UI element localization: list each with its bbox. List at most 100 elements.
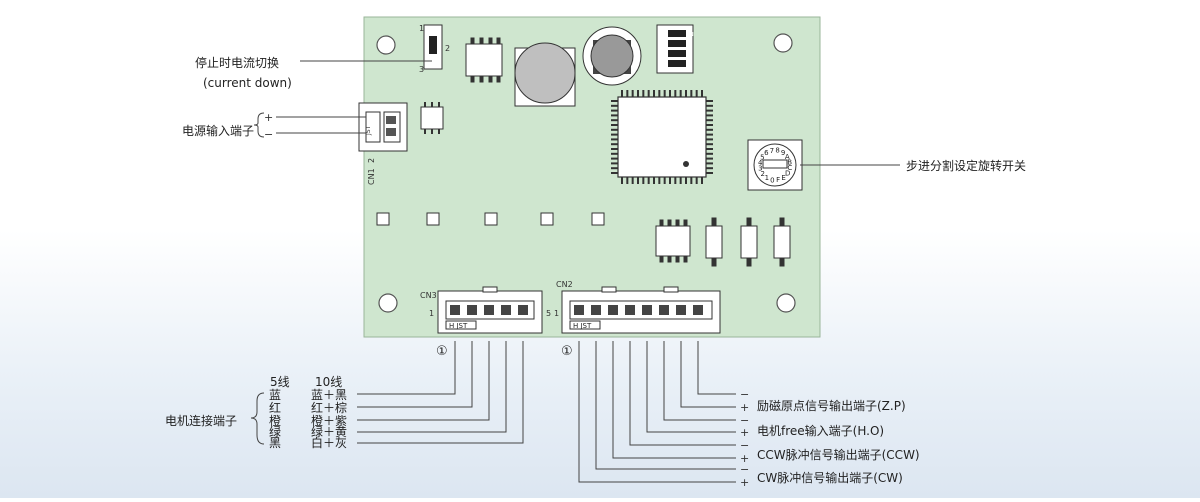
cn2-pin-1: 1 [554, 309, 559, 318]
current-down-label: (current down) [203, 76, 292, 90]
cn3-connector: H JST CN3 1 5 [420, 286, 551, 334]
mcu-pin [679, 177, 682, 184]
motor-brace [250, 392, 265, 445]
ccw-output-label: CCW脉冲信号输出端子(CCW) [757, 447, 920, 462]
leader-lines [276, 60, 900, 483]
switch-pin-1: 1 [419, 24, 424, 33]
mcu-pin [674, 90, 677, 97]
mcu-pin [653, 177, 655, 184]
mounting-hole-tl [376, 35, 396, 55]
mcu-pin [701, 90, 703, 97]
mcu-pin [611, 148, 618, 150]
free-input-label: 电机free输入端子(H.O) [757, 423, 884, 438]
mcu-pin [706, 143, 713, 146]
cn2-label: CN2 [556, 280, 573, 289]
mounting-hole-bl [378, 293, 398, 313]
ccw-plus: + [740, 452, 749, 465]
step-divide-label: 步进分割设定旋转开关 [906, 158, 1026, 173]
mcu-pin [706, 100, 713, 102]
cw-output-label: CW脉冲信号输出端子(CW) [757, 470, 903, 485]
mcu-pin [663, 90, 666, 97]
mcu-pin [706, 104, 713, 107]
cn3-pin-5: 5 [546, 309, 551, 318]
led-row [376, 212, 605, 226]
cn3-circle-one: ① [436, 344, 448, 359]
motor-terminal-label: 电机连接端子 [165, 413, 237, 428]
mcu-pin [642, 90, 645, 97]
power-plus: + [264, 111, 273, 124]
cn3-label: CN3 [420, 291, 437, 300]
inductor [582, 26, 642, 86]
ic-8pin [465, 37, 503, 83]
zp-plus: + [740, 401, 749, 414]
stop-current-label: 停止时电流切换 [195, 55, 279, 70]
wire10-red-brown: 红＋棕 [311, 400, 347, 415]
ccw-minus: − [740, 439, 749, 452]
mcu-pin [706, 119, 713, 122]
mcu-pin [611, 172, 618, 174]
mcu-pin [706, 172, 713, 174]
mcu-pin [706, 167, 713, 170]
dial-digit: 1 [765, 174, 769, 182]
mcu-pin [690, 90, 693, 97]
mcu-pin [626, 177, 629, 184]
mcu-pin [631, 177, 634, 184]
mcu-pin [658, 90, 661, 97]
dial-digit: C [787, 164, 792, 172]
mcu-pin [658, 177, 661, 184]
mcu-chip [611, 90, 713, 184]
mcu-pin [611, 138, 618, 141]
dial-digit: B [787, 158, 792, 166]
col-5wire: 5线 [270, 375, 290, 389]
mcu-pin [611, 109, 618, 112]
mcu-pin [679, 90, 682, 97]
dial-digit: 8 [775, 147, 779, 155]
current-down-switch: 1 2 3 [419, 24, 450, 74]
mcu-pin [706, 148, 713, 150]
mcu-pin [685, 90, 687, 97]
mcu-pin [706, 128, 713, 131]
dial-digit: 3 [758, 165, 762, 173]
mcu-pin [647, 177, 650, 184]
mcu-pin [642, 177, 645, 184]
mcu-pin [647, 90, 650, 97]
mcu-pin [674, 177, 677, 184]
mcu-pin [706, 114, 713, 117]
dip-switch: ON [656, 24, 694, 74]
mcu-pin [690, 177, 693, 184]
mcu-pin [611, 104, 618, 107]
mcu-pin [611, 162, 618, 165]
small-chip [420, 102, 444, 134]
wire10-blue-black: 蓝＋黑 [311, 388, 347, 402]
ho-minus: − [740, 414, 749, 427]
cn2-hjst: H JST [573, 322, 592, 330]
mcu-pin [626, 90, 629, 97]
cn1-jst: JST [365, 125, 372, 136]
wire5-black: 黑 [269, 436, 281, 450]
mcu-pin [621, 90, 623, 97]
cn2-polarity-marks: − + − + − + − + [740, 388, 749, 489]
dial-digit: 5 [760, 153, 764, 161]
dial-digit: D [785, 170, 790, 178]
ho-plus: + [740, 426, 749, 439]
mcu-pin [611, 124, 618, 126]
wire5-green: 绿 [269, 424, 281, 439]
dial-digit: 4 [758, 159, 763, 167]
dial-digit: 7 [770, 147, 774, 155]
mcu-pin [706, 152, 713, 155]
switch-pin-3: 3 [419, 65, 424, 74]
cn3-pin-1: 1 [429, 309, 434, 318]
mcu-pin [706, 138, 713, 141]
mcu-pin [611, 157, 618, 160]
cw-plus: + [740, 476, 749, 489]
mcu-pin [706, 109, 713, 112]
cw-minus: − [740, 463, 749, 476]
mcu-pin [685, 177, 687, 184]
dial-digit: 6 [764, 149, 769, 157]
dial-digit: A [785, 153, 790, 161]
dial-digit: 2 [760, 170, 764, 178]
cn1-label: CN1 [367, 168, 376, 185]
